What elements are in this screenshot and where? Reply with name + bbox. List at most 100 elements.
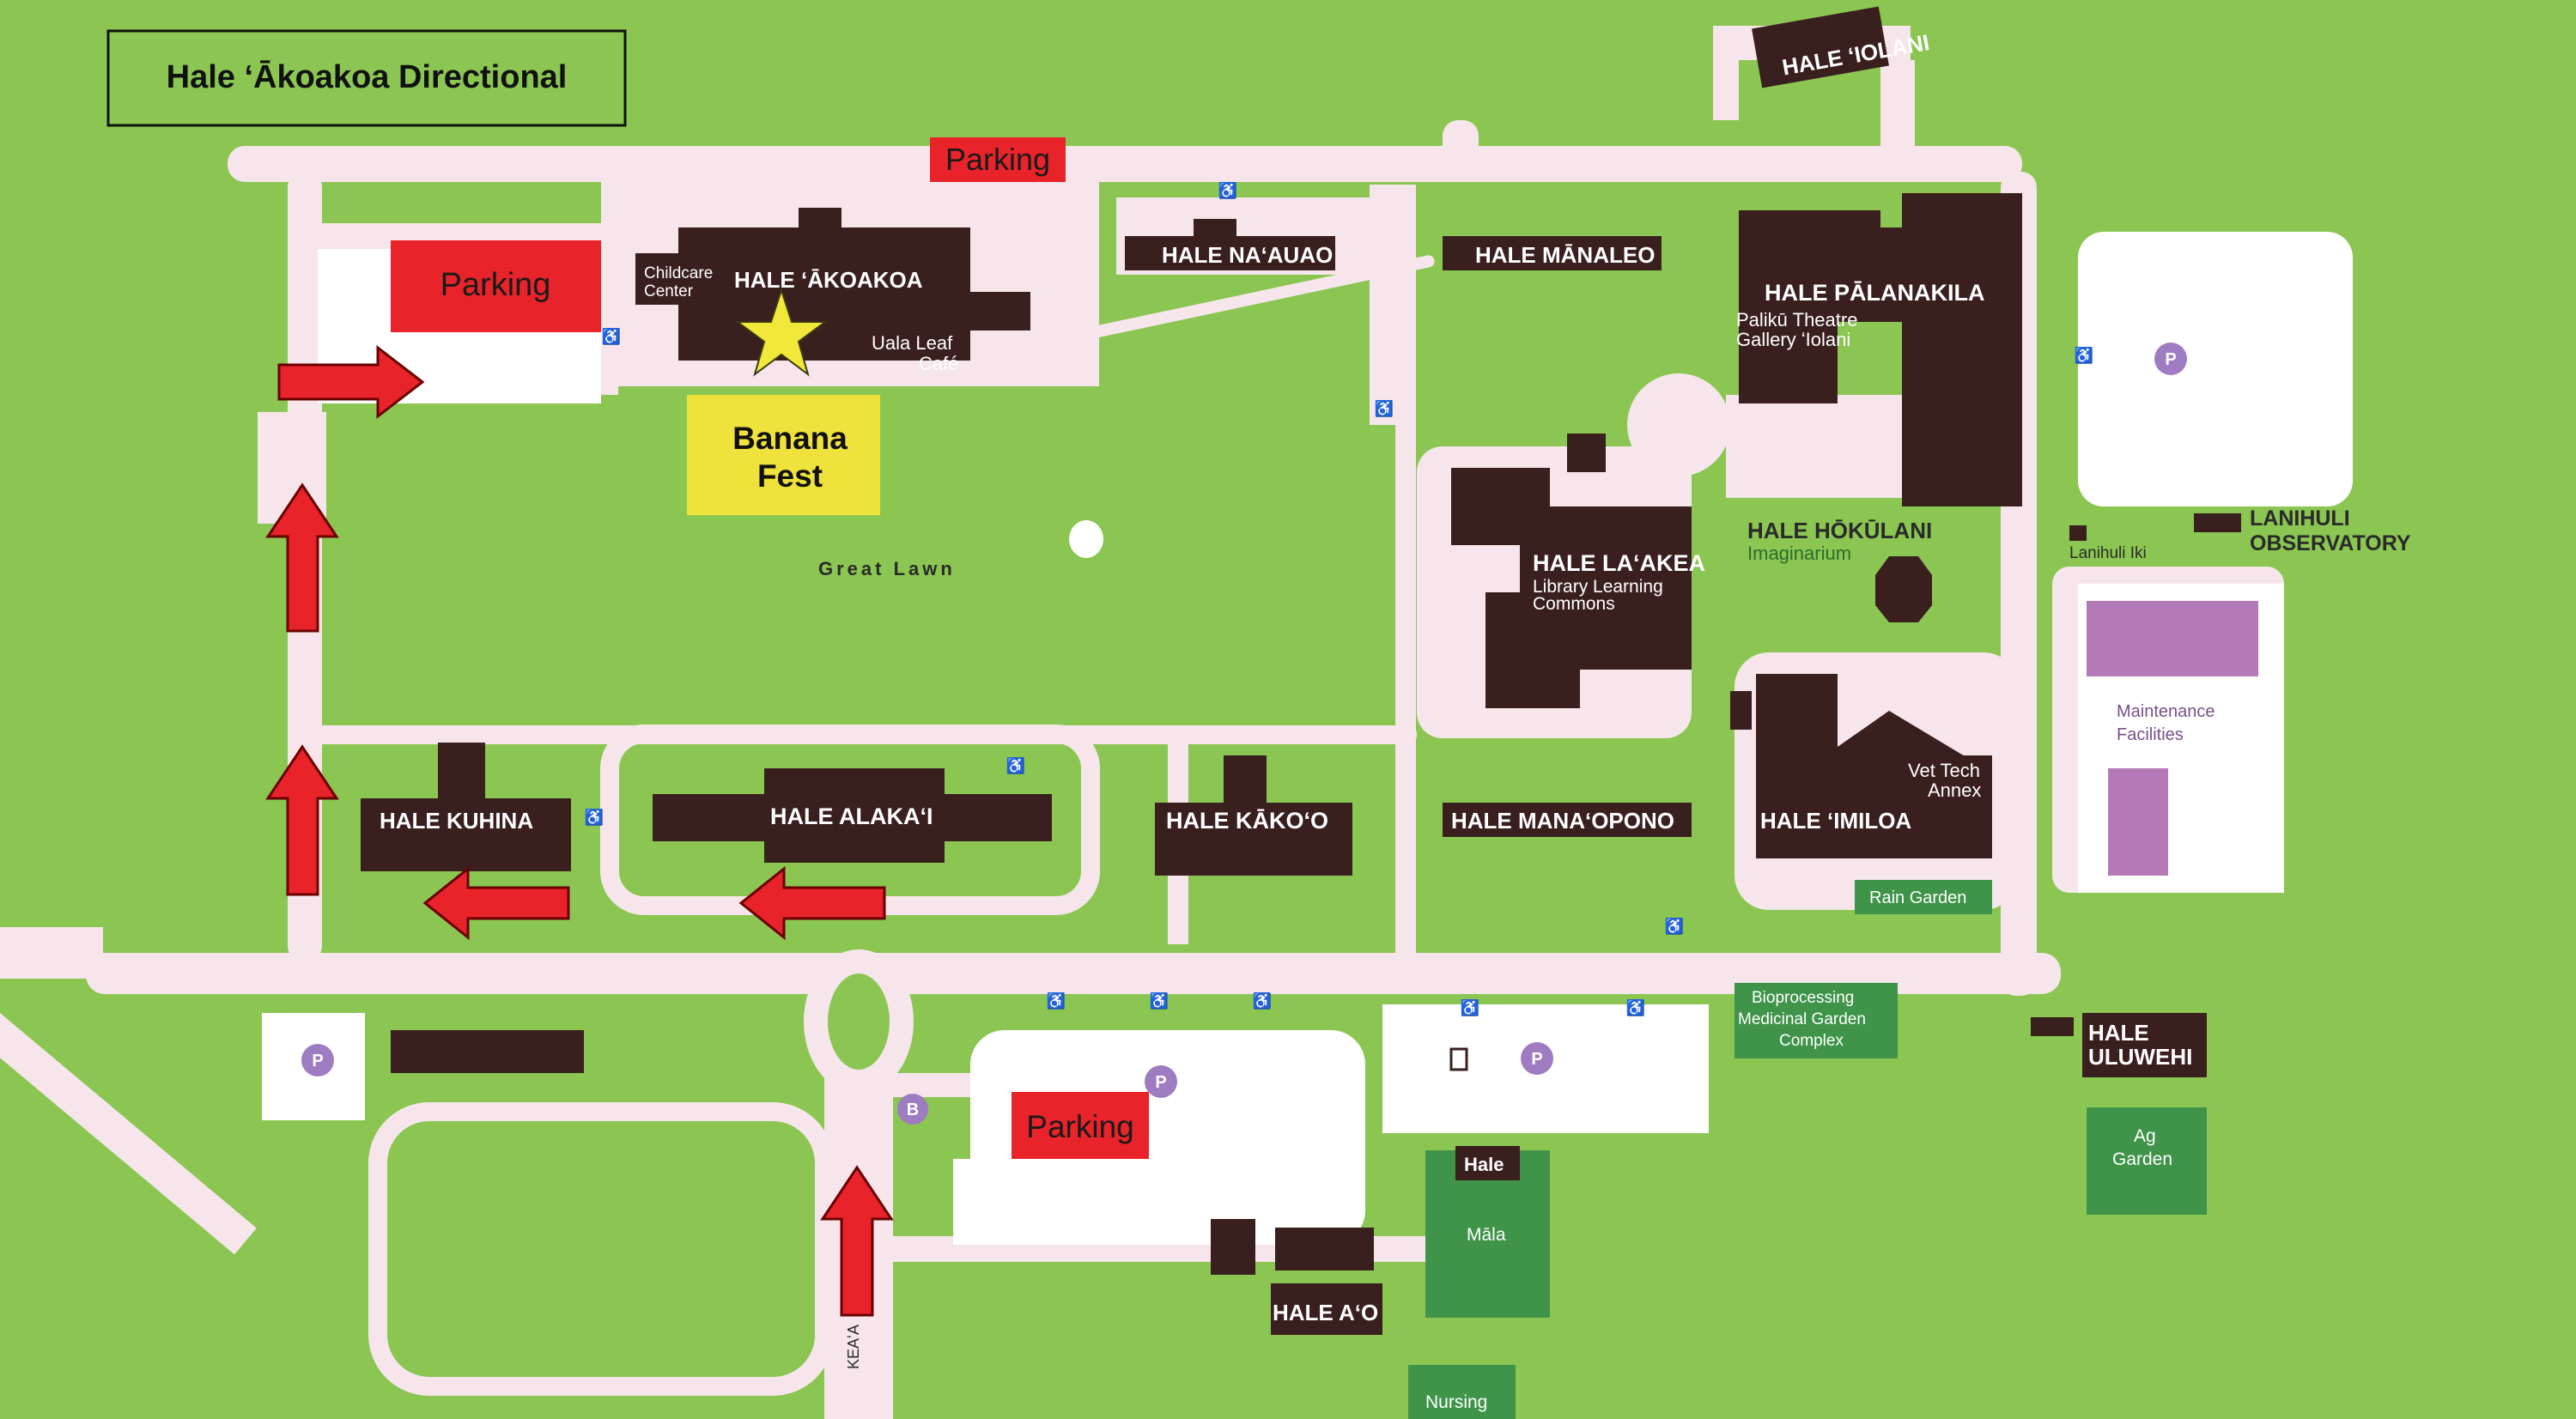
label-vettech-2: Annex	[1928, 779, 1981, 801]
bldg-iolani	[1752, 6, 1889, 88]
label-kuhina: HALE KUHINA	[380, 808, 533, 834]
arrow-icon	[265, 744, 339, 896]
accessible-icon: ♿	[1665, 917, 1684, 935]
label-childcare-1: Childcare	[644, 264, 713, 282]
label-aeo: HALE AʻO	[1273, 1300, 1378, 1325]
svg-text:P: P	[1531, 1050, 1542, 1069]
bldg-palanakila-north	[1739, 210, 1880, 245]
road-top-bump	[1443, 120, 1479, 180]
title-frame	[106, 29, 627, 127]
map-icons: P P P P B ♿ ♿ ♿ ♿ ♿ ♿ ♿ ♿ ♿ ♿ ♿	[301, 181, 2187, 1125]
label-ag-2: Garden	[2112, 1149, 2172, 1169]
parking-icon: P	[1145, 1065, 1177, 1098]
maintenance-block-2	[2108, 768, 2168, 876]
bldg-hokulani	[1875, 556, 1932, 622]
bldg-alakai-center	[764, 768, 945, 863]
label-hokulani: HALE HŌKŪLANI	[1747, 518, 1932, 543]
path-west-diagonal	[0, 996, 257, 1255]
bldg-kakoo-top	[1224, 755, 1267, 807]
bldg-southwest	[391, 1030, 584, 1073]
lot-south-lower	[953, 1159, 1159, 1245]
path-upper-col	[1370, 185, 1397, 425]
label-vettech-1: Vet Tech	[1908, 760, 1980, 781]
label-lanihuli-2: OBSERVATORY	[2250, 531, 2411, 555]
arrow-icon	[277, 344, 425, 420]
svg-text:P: P	[312, 1052, 323, 1070]
label-kakoo: HALE KĀKOʻO	[1166, 808, 1328, 834]
bldg-akoakoa-east	[970, 292, 1030, 330]
label-bioprocessing-1: Bioprocessing	[1752, 989, 1854, 1007]
parking-icon: P	[2154, 343, 2187, 375]
parking-tag-top	[930, 137, 1066, 182]
bldg-kakoo	[1155, 803, 1352, 876]
bldg-aeo-north	[1275, 1228, 1374, 1270]
accessible-icon: ♿	[1006, 756, 1025, 774]
bldg-aeo-west	[1211, 1219, 1255, 1275]
bldg-kuhina-top	[438, 743, 485, 803]
accessible-icon: ♿	[1047, 991, 1066, 1010]
star-icon	[734, 287, 829, 377]
maintenance-block-1	[2087, 601, 2258, 676]
parking-tag-top-label: Parking	[945, 142, 1050, 177]
bldg-hale-mala-sign	[1455, 1146, 1520, 1180]
bldg-vettech	[1838, 711, 1992, 824]
label-lanihuli-iki: Lanihuli Iki	[2069, 544, 2147, 562]
label-imaginarium: Imaginarium	[1747, 543, 1851, 564]
accessible-icon: ♿	[2075, 346, 2093, 364]
label-lanihuli-1: LANIHULI	[2250, 506, 2350, 531]
arrow-icon	[820, 1165, 894, 1317]
bldg-kuhina	[361, 798, 571, 871]
label-manaleo: HALE MĀNALEO	[1475, 242, 1655, 268]
label-manaopono: HALE MANAʻOPONO	[1451, 808, 1674, 834]
arrow-icon	[738, 865, 886, 941]
accessible-icon: ♿	[1218, 181, 1237, 199]
accessible-icon: ♿	[585, 808, 604, 826]
path-akoakoa-east	[1030, 185, 1091, 348]
parking-icon: P	[1521, 1042, 1553, 1075]
lawn-fountain	[1069, 520, 1103, 558]
bldg-imiloa-tower	[1756, 674, 1838, 768]
lot-east	[2078, 232, 2353, 506]
label-nauao: HALE NAʻAUAO	[1162, 242, 1333, 268]
path-center-col	[1395, 185, 1416, 957]
label-hale-mala-1: Hale	[1464, 1154, 1504, 1175]
event-highlight: Banana Fest	[687, 395, 880, 515]
bldg-imiloa-west	[1730, 691, 1752, 730]
path-iolani-left	[1713, 26, 1739, 120]
path-upper-walk	[1014, 255, 1435, 355]
nursing-area	[1408, 1365, 1516, 1419]
bioprocessing-area	[1735, 983, 1898, 1058]
accessible-icon: ♿	[1150, 991, 1169, 1010]
bldg-laakea-sw	[1485, 592, 1580, 708]
label-paliku-1: Palikū Theatre	[1736, 309, 1857, 330]
svg-text:P: P	[1155, 1073, 1166, 1092]
bldg-na-auao	[1125, 236, 1335, 270]
svg-text:B: B	[907, 1101, 919, 1119]
label-laakea-sub-2: Commons	[1533, 594, 1615, 614]
label-maintenance-1: Maintenance	[2117, 702, 2215, 721]
bldg-uluwehi	[2082, 1013, 2207, 1077]
label-palanakila: HALE PĀLANAKILA	[1765, 280, 1985, 306]
label-nursing: Nursing	[1425, 1392, 1487, 1412]
svg-text:P: P	[2165, 350, 2176, 369]
ag-garden-area	[2087, 1107, 2207, 1215]
path-iolani-stem	[1880, 60, 1915, 180]
label-laakea-sub-1: Library Learning	[1533, 577, 1663, 597]
accessible-icon: ♿	[1461, 998, 1479, 1016]
path-palanakila-south	[1726, 395, 1906, 498]
accessible-icons: ♿ ♿ ♿ ♿ ♿ ♿ ♿ ♿ ♿ ♿ ♿ ♿	[585, 181, 2093, 1016]
bldg-akoakoa-top	[799, 208, 841, 233]
bldg-akoakoa	[678, 227, 970, 361]
label-laakea: HALE LAʻAKEA	[1533, 550, 1705, 576]
parking-tag-northwest-label: Parking	[440, 267, 551, 303]
label-alakai: HALE ALAKAʻI	[770, 803, 933, 829]
bus-icon: B	[897, 1094, 928, 1125]
bldg-uluwehi-side	[2031, 1017, 2074, 1036]
parking-tag-northwest	[391, 240, 601, 332]
accessible-icon: ♿	[1253, 991, 1272, 1010]
accessible-icon: ♿	[1375, 399, 1394, 417]
bldg-manaleo	[1443, 236, 1662, 270]
banana-fest-line-1: Banana	[732, 421, 848, 456]
label-hale-mala-2: Māla	[1467, 1225, 1506, 1245]
label-rain-garden: Rain Garden	[1869, 888, 1966, 907]
